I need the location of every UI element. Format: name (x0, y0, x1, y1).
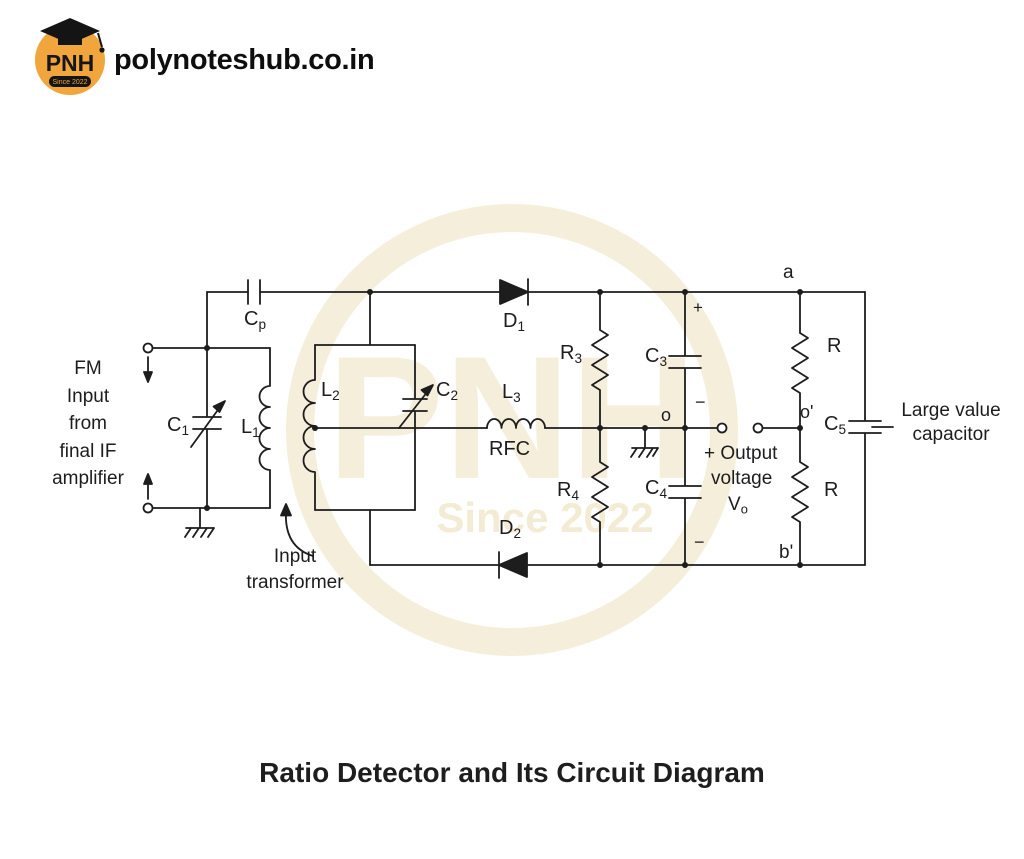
input-arrow-up (143, 473, 153, 500)
capacitor-c1-variable (190, 347, 226, 509)
logo-text: PNH (46, 50, 95, 76)
wire-input (151, 291, 271, 509)
graduation-cap-icon (40, 18, 100, 44)
cap-tassel (97, 32, 103, 48)
ground-left-icon (184, 507, 215, 538)
page-title: Ratio Detector and Its Circuit Diagram (259, 757, 765, 788)
output-terminal-o (716, 422, 728, 434)
resistor-r4 (591, 427, 609, 566)
transformer-pointer-arrow (280, 503, 314, 557)
cap-base (58, 35, 82, 45)
pnh-logo: PNH Since 2022 (35, 18, 105, 95)
cap-tassel-knob (99, 47, 105, 53)
wire-secondary-tank (314, 291, 416, 566)
capacitor-cp (247, 279, 261, 305)
resistor-r3 (591, 291, 609, 429)
diode-d2 (498, 551, 528, 579)
watermark-text: PNH (327, 321, 696, 516)
ground-middle-icon (630, 427, 659, 458)
capacitor-c5 (848, 291, 894, 566)
input-arrow-down (143, 356, 153, 383)
logo-since-text: Since 2022 (52, 79, 87, 86)
resistor-r-bottom (791, 427, 809, 566)
input-terminal-top (142, 342, 154, 354)
watermark-since-text: Since 2022 (436, 494, 653, 541)
inductor-l1 (258, 347, 271, 509)
site-name: polynoteshub.co.in (114, 44, 375, 76)
diode-d1 (499, 278, 529, 306)
inductor-l3-rfc (486, 418, 546, 429)
capacitor-c4 (668, 427, 702, 566)
junction-dots (204, 289, 803, 568)
resistor-r-top (791, 291, 809, 429)
capacitor-c3 (668, 291, 702, 429)
logo-ribbon (49, 76, 91, 87)
capacitor-c2-variable (398, 344, 434, 511)
output-terminal-o-prime (752, 422, 764, 434)
input-terminal-bottom (142, 502, 154, 514)
